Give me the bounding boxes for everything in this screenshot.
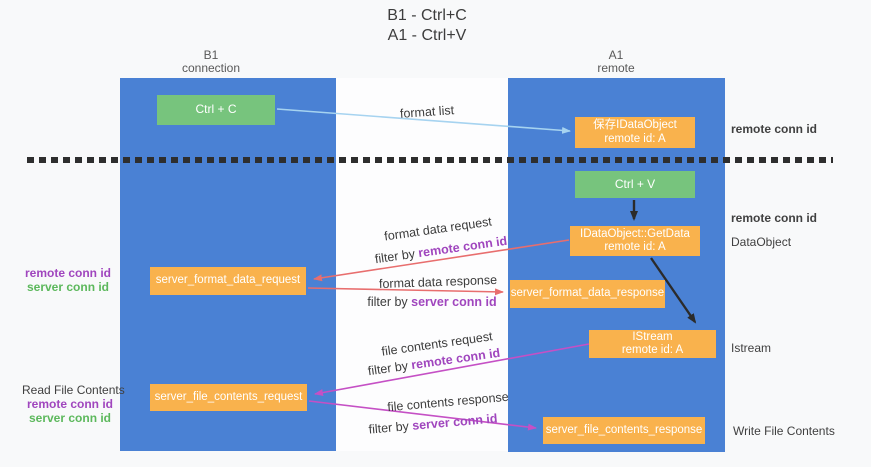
node-server-format-data-request: server_format_data_request [150, 267, 306, 295]
node-ctrl-c: Ctrl + C [157, 95, 275, 125]
node-server-file-contents-response-label: server_file_contents_response [545, 423, 703, 436]
read-file-contents-note: Read File Contents [22, 383, 125, 397]
lifeline-b1-name: B1 [203, 48, 219, 62]
node-istream-line1: IStream [632, 330, 673, 343]
node-idataobject-getdata-line2: remote id: A [604, 241, 666, 253]
server-conn-id-key: server conn id [411, 295, 497, 309]
node-server-file-contents-request-label: server_file_contents_request [154, 390, 303, 403]
left-mid-conn-ids: remote conn id server conn id [22, 266, 114, 294]
lifeline-b1-subtitle: connection [181, 61, 241, 75]
title-line-2: A1 - Ctrl+V [387, 27, 467, 44]
left-mid-server-conn-id: server conn id [26, 280, 110, 294]
left-mid-remote-conn-id: remote conn id [24, 266, 111, 280]
lifeline-header-a1: A1 remote [597, 49, 634, 75]
node-ctrl-v-label: Ctrl + V [614, 176, 656, 191]
node-server-format-data-response: server_format_data_response [510, 280, 665, 308]
node-server-format-data-request-label: server_format_data_request [155, 274, 301, 287]
lifeline-header-b1: B1 connection [182, 49, 240, 75]
left-bottom-notes: Read File Contents remote conn id server… [22, 383, 125, 425]
node-idataobject-getdata: IDataObject::GetData remote id: A [570, 226, 700, 256]
lifeline-a1-name: A1 [608, 48, 624, 62]
diagram-title: B1 - Ctrl+C A1 - Ctrl+V [387, 6, 467, 46]
title-line-1: B1 - Ctrl+C [387, 7, 467, 24]
node-istream-line2: remote id: A [621, 344, 684, 356]
write-file-contents-note: Write File Contents [733, 424, 835, 438]
node-save-dataobject: 保存IDataObject remote id: A [575, 117, 695, 148]
left-bottom-remote-conn-id: remote conn id [26, 397, 113, 411]
node-server-file-contents-request: server_file_contents_request [150, 384, 307, 411]
dataobject-note: DataObject [731, 235, 792, 249]
node-istream: IStream remote id: A [589, 330, 716, 358]
right-remote-conn-id-top: remote conn id [731, 122, 818, 136]
left-bottom-server-conn-id: server conn id [28, 411, 112, 425]
node-server-file-contents-response: server_file_contents_response [543, 417, 705, 444]
node-save-dataobject-line2: remote id: A [604, 132, 666, 145]
right-remote-conn-id-mid: remote conn id [731, 211, 818, 225]
dashed-divider [27, 157, 833, 163]
node-server-format-data-response-label: server_format_data_response [510, 287, 665, 300]
node-save-dataobject-line1: 保存IDataObject [593, 119, 677, 131]
filter-by-text: filter by [367, 295, 412, 309]
format-data-response-filter-label: filter by server conn id [367, 295, 496, 309]
istream-note: Istream [731, 341, 772, 355]
node-ctrl-c-label: Ctrl + C [195, 102, 237, 117]
lifeline-a1-subtitle: remote [597, 61, 635, 75]
node-ctrl-v: Ctrl + V [575, 171, 695, 198]
node-idataobject-getdata-line1: IDataObject::GetData [580, 227, 690, 240]
